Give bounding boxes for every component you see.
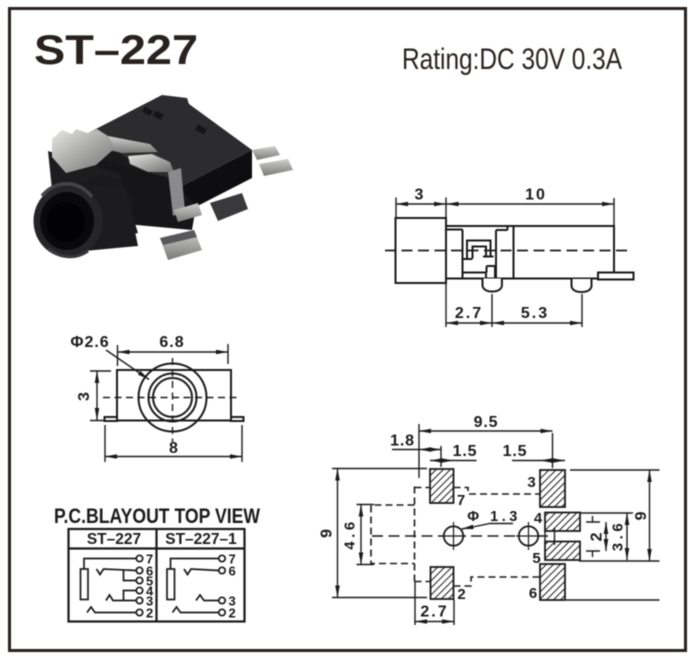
svg-text:1.5: 1.5 [453,443,478,460]
svg-text:2.7: 2.7 [420,604,448,621]
svg-text:5.3: 5.3 [521,305,549,322]
svg-text:3: 3 [229,594,236,609]
svg-text:2: 2 [146,606,153,621]
svg-text:3: 3 [527,474,535,491]
svg-text:7: 7 [457,492,465,509]
svg-text:6: 6 [146,564,153,579]
svg-text:P.C.BLAYOUT TOP VIEW: P.C.BLAYOUT TOP VIEW [54,504,261,528]
svg-text:7: 7 [146,552,153,567]
svg-text:4: 4 [534,510,543,527]
svg-text:5: 5 [532,550,540,567]
svg-text:9: 9 [633,511,650,521]
svg-text:9.5: 9.5 [474,414,499,431]
svg-text:1.8: 1.8 [390,433,415,450]
svg-text:2: 2 [229,606,236,621]
svg-text:5: 5 [146,574,153,589]
svg-text:Φ2.6: Φ2.6 [70,334,109,351]
svg-text:ST–227: ST–227 [34,26,198,73]
svg-text:4.6: 4.6 [342,518,359,549]
svg-text:6.8: 6.8 [159,334,184,351]
svg-text:3: 3 [415,187,426,204]
svg-text:2: 2 [589,532,606,542]
svg-text:ST–227–1: ST–227–1 [165,531,237,548]
svg-text:3.6: 3.6 [610,520,627,551]
svg-text:1.5: 1.5 [503,443,528,460]
svg-text:2: 2 [457,586,465,603]
svg-text:9: 9 [319,528,336,538]
svg-text:8: 8 [169,440,179,457]
svg-text:4: 4 [146,584,154,599]
svg-text:6: 6 [229,564,236,579]
svg-text:6: 6 [529,585,537,602]
svg-text:10: 10 [525,187,547,204]
svg-text:2.7: 2.7 [455,305,483,322]
svg-text:ST–227: ST–227 [87,531,141,548]
svg-text:Rating:DC 30V 0.3A: Rating:DC 30V 0.3A [402,43,622,76]
svg-text:3: 3 [76,391,93,401]
svg-text:7: 7 [229,552,236,567]
svg-text:3: 3 [146,594,153,609]
svg-text:Φ 1.3: Φ 1.3 [467,509,521,525]
